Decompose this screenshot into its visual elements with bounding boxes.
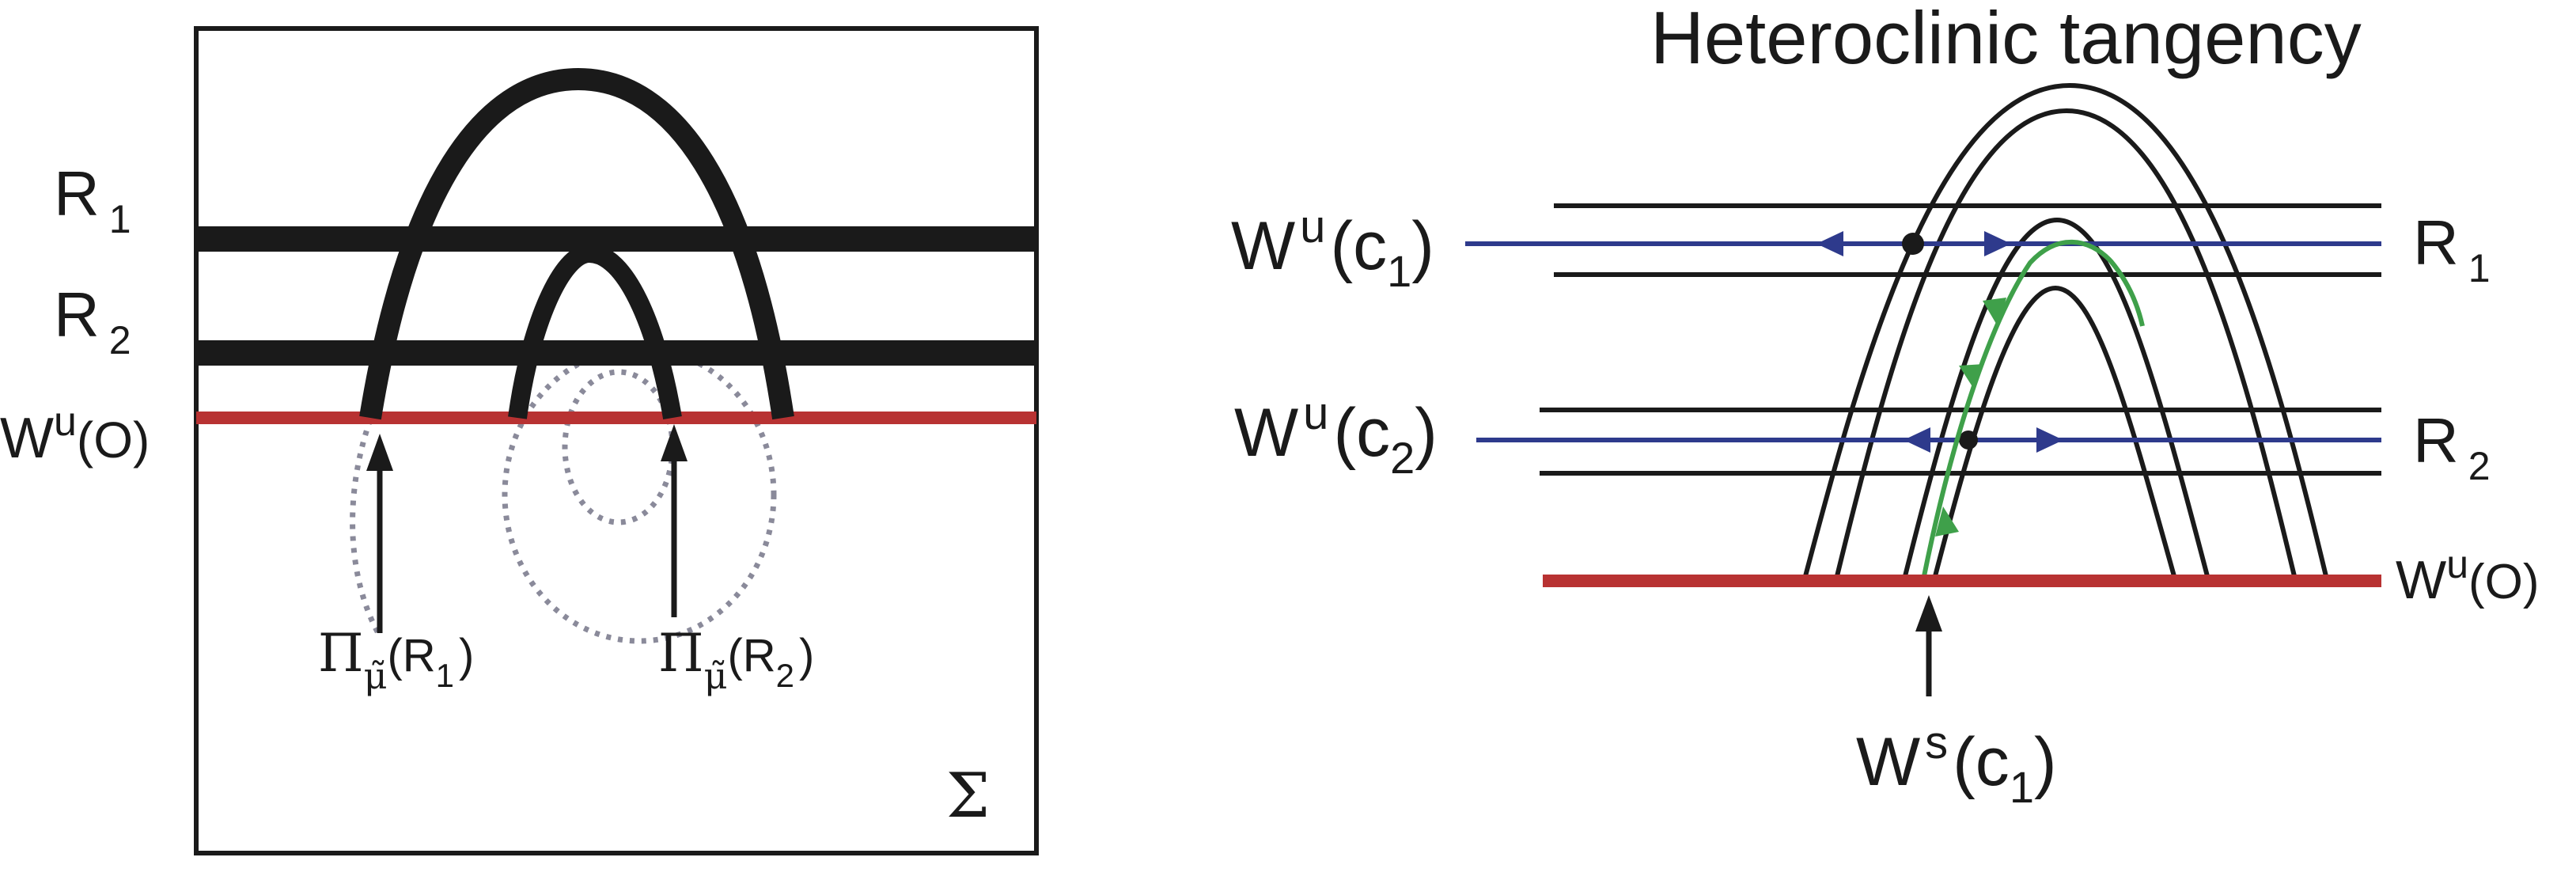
heteroclinic-orbit	[1922, 239, 2145, 577]
sigma-frame	[194, 26, 1039, 855]
label-pi-r2: Πμ̃(R2)	[658, 623, 814, 697]
orbit-arrow-lower	[1935, 506, 1959, 537]
arrow-pi-r1-head	[366, 434, 393, 471]
orbit-arrow-upper	[1983, 298, 2006, 328]
arc-2	[1835, 108, 2297, 577]
arrow-pi-r2-head	[661, 424, 688, 461]
wu-c1-arrow-left	[1816, 231, 1843, 256]
label-wu-o-right: Wu(O)	[2396, 542, 2540, 610]
wu-c1-arrow-right	[1984, 231, 2011, 256]
dotted-ellipse-outer	[502, 345, 777, 644]
title: Heteroclinic tangency	[1650, 0, 2362, 79]
orbit-arrow-middle	[1959, 364, 1984, 388]
dotted-ellipse-inner	[562, 369, 676, 525]
label-pi-r1: Πμ̃(R1)	[318, 623, 474, 697]
arc-3	[1903, 217, 2210, 577]
arc-1	[1803, 82, 2328, 577]
c2-point	[1959, 431, 1978, 449]
wu-c2-arrow-right	[2036, 427, 2063, 453]
inner-horseshoe-arc	[508, 243, 682, 420]
label-sigma: Σ	[946, 761, 990, 832]
wu-c2-arrow-left	[1904, 427, 1930, 453]
c1-point	[1902, 233, 1924, 255]
ws-c1-arrow-head	[1915, 595, 1942, 632]
label-wu-o-left: Wu(O)	[0, 399, 150, 470]
